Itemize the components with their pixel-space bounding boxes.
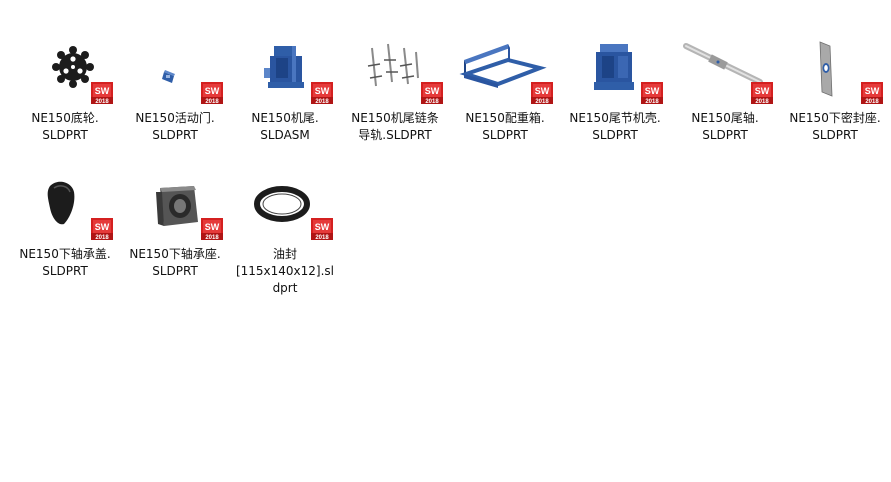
badge-letters: SW [865,86,880,96]
bearing-cover-thumbnail [47,181,75,225]
badge-letters: SW [95,86,110,96]
badge-letters: SW [95,222,110,232]
thumbnail: SW 2018 [780,38,890,108]
solidworks-2018-icon: SW 2018 [311,82,333,105]
solidworks-2018-icon: SW 2018 [91,82,113,105]
solidworks-2018-icon: SW 2018 [531,82,553,105]
file-name: NE150尾轴. SLDPRT [691,111,759,142]
thumbnail: SW 2018 [120,174,230,244]
badge-year: 2018 [535,99,549,105]
badge-year: 2018 [205,99,219,105]
thumbnail: SW 2018 [340,38,450,108]
badge-year: 2018 [315,235,329,241]
file-item-ne150-counterweight-box[interactable]: SW 2018 NE150配重箱. SLDPRT [450,38,560,144]
solidworks-2018-icon: SW 2018 [201,218,223,241]
file-name: NE150下轴承盖. SLDPRT [19,247,111,278]
file-item-ne150-tail-housing[interactable]: SW 2018 NE150尾节机壳. SLDPRT [560,38,670,144]
badge-year: 2018 [205,235,219,241]
thumbnail: SW 2018 [10,174,120,244]
badge-year: 2018 [95,235,109,241]
seal-seat-thumbnail [819,41,833,97]
badge-letters: SW [205,222,220,232]
thumbnail: SW 2018 [560,38,670,108]
thumbnail: SW 2018 [230,174,340,244]
file-name: 油封 [115x140x12].sl dprt [235,247,335,295]
chain-guide-thumbnail [367,43,419,87]
file-name: NE150尾节机壳. SLDPRT [569,111,661,142]
oil-seal-thumbnail [254,186,310,222]
counterweight-box-thumbnail [459,44,547,88]
badge-letters: SW [755,86,770,96]
bearing-housing-thumbnail [156,186,198,226]
file-name: NE150机尾. SLDASM [251,111,319,142]
badge-year: 2018 [315,99,329,105]
file-name: NE150下密封座. SLDPRT [789,111,881,142]
badge-letters: SW [315,222,330,232]
badge-year: 2018 [425,99,439,105]
file-item-oil-seal[interactable]: SW 2018 油封 [115x140x12].sl dprt [230,174,340,297]
file-item-ne150-seal-seat[interactable]: SW 2018 NE150下密封座. SLDPRT [780,38,890,144]
badge-letters: SW [645,86,660,96]
file-item-ne150-bottom-wheel[interactable]: SW 2018 NE150底轮. SLDPRT [10,38,120,144]
thumbnail: SW 2018 [230,38,340,108]
thumbnail: SW 2018 [670,38,780,108]
thumbnail: SW 2018 [10,38,120,108]
badge-letters: SW [425,86,440,96]
badge-year: 2018 [95,99,109,105]
file-item-ne150-bearing-cover[interactable]: SW 2018 NE150下轴承盖. SLDPRT [10,174,120,280]
file-name: NE150机尾链条 导轨.SLDPRT [351,111,439,142]
door-plate-thumbnail [162,70,175,83]
file-name: NE150下轴承座. SLDPRT [129,247,221,278]
file-item-ne150-door[interactable]: SW 2018 NE150活动门. SLDPRT [120,38,230,144]
solidworks-2018-icon: SW 2018 [201,82,223,105]
file-name: NE150活动门. SLDPRT [135,111,215,142]
thumbnail: SW 2018 [120,38,230,108]
file-item-ne150-bearing-housing[interactable]: SW 2018 NE150下轴承座. SLDPRT [120,174,230,280]
tail-housing-thumbnail [594,44,634,90]
solidworks-2018-icon: SW 2018 [751,82,773,105]
badge-year: 2018 [755,99,769,105]
badge-year: 2018 [645,99,659,105]
thumbnail: SW 2018 [450,38,560,108]
sprocket-wheel-thumbnail [52,46,94,88]
solidworks-2018-icon: SW 2018 [421,82,443,105]
file-name: NE150底轮. SLDPRT [31,111,99,142]
file-item-ne150-tail-assembly[interactable]: SW 2018 NE150机尾. SLDASM [230,38,340,144]
badge-year: 2018 [865,99,879,105]
badge-letters: SW [205,86,220,96]
file-name: NE150配重箱. SLDPRT [465,111,545,142]
solidworks-2018-icon: SW 2018 [641,82,663,105]
badge-letters: SW [315,86,330,96]
file-item-ne150-tail-shaft[interactable]: SW 2018 NE150尾轴. SLDPRT [670,38,780,144]
file-item-ne150-chain-guide[interactable]: SW 2018 NE150机尾链条 导轨.SLDPRT [340,38,450,144]
tail-assembly-thumbnail [264,46,304,88]
solidworks-2018-icon: SW 2018 [861,82,883,105]
badge-letters: SW [535,86,550,96]
solidworks-2018-icon: SW 2018 [311,218,333,241]
tail-shaft-thumbnail [683,43,763,85]
solidworks-2018-icon: SW 2018 [91,218,113,241]
